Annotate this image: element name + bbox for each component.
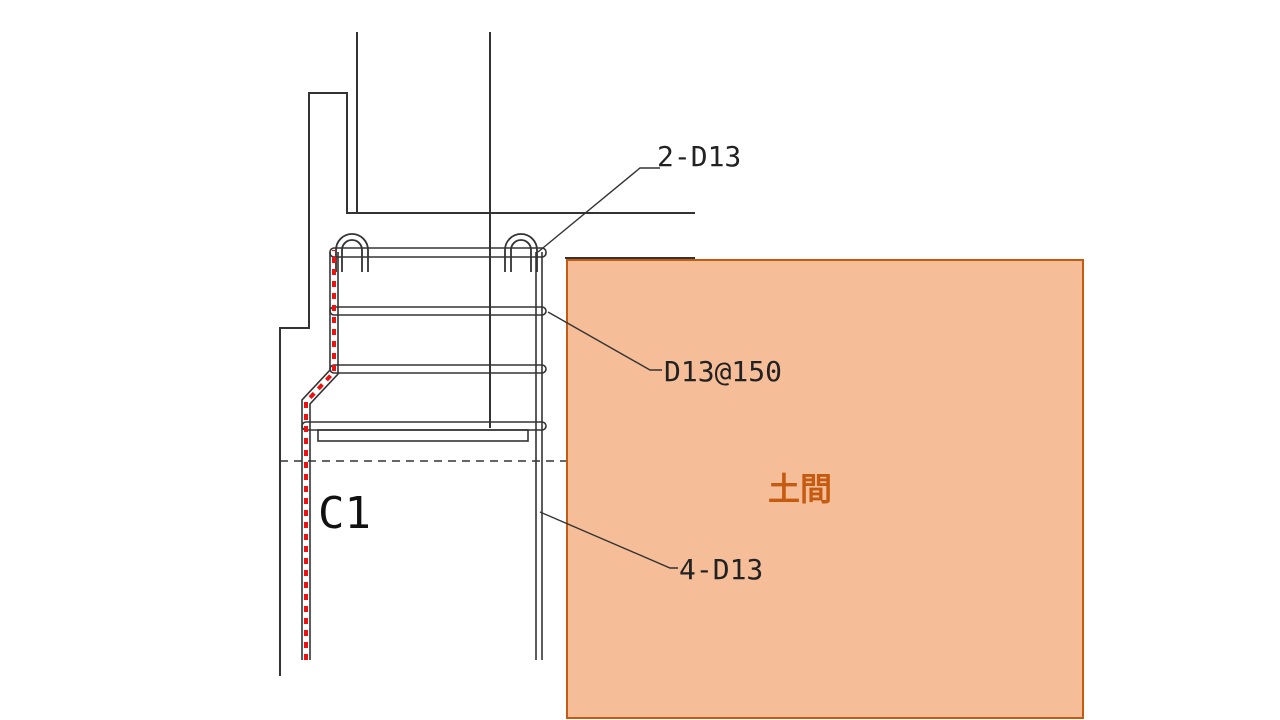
left-vertical-bar — [301, 252, 339, 660]
leader-lines — [537, 167, 678, 569]
label-stirrups: D13@150 — [664, 355, 782, 388]
top-hooks — [335, 233, 538, 272]
label-area: 土間 — [768, 470, 832, 508]
doma-area — [566, 259, 1084, 719]
right-vertical-bar — [535, 252, 543, 660]
label-column-mark: C1 — [318, 488, 371, 539]
label-top-bars: 2-D13 — [657, 140, 741, 173]
highlighted-rebar — [304, 250, 336, 660]
base-plate — [317, 429, 529, 442]
label-vertical-bars: 4-D13 — [679, 553, 763, 586]
wall-outline — [279, 92, 695, 676]
